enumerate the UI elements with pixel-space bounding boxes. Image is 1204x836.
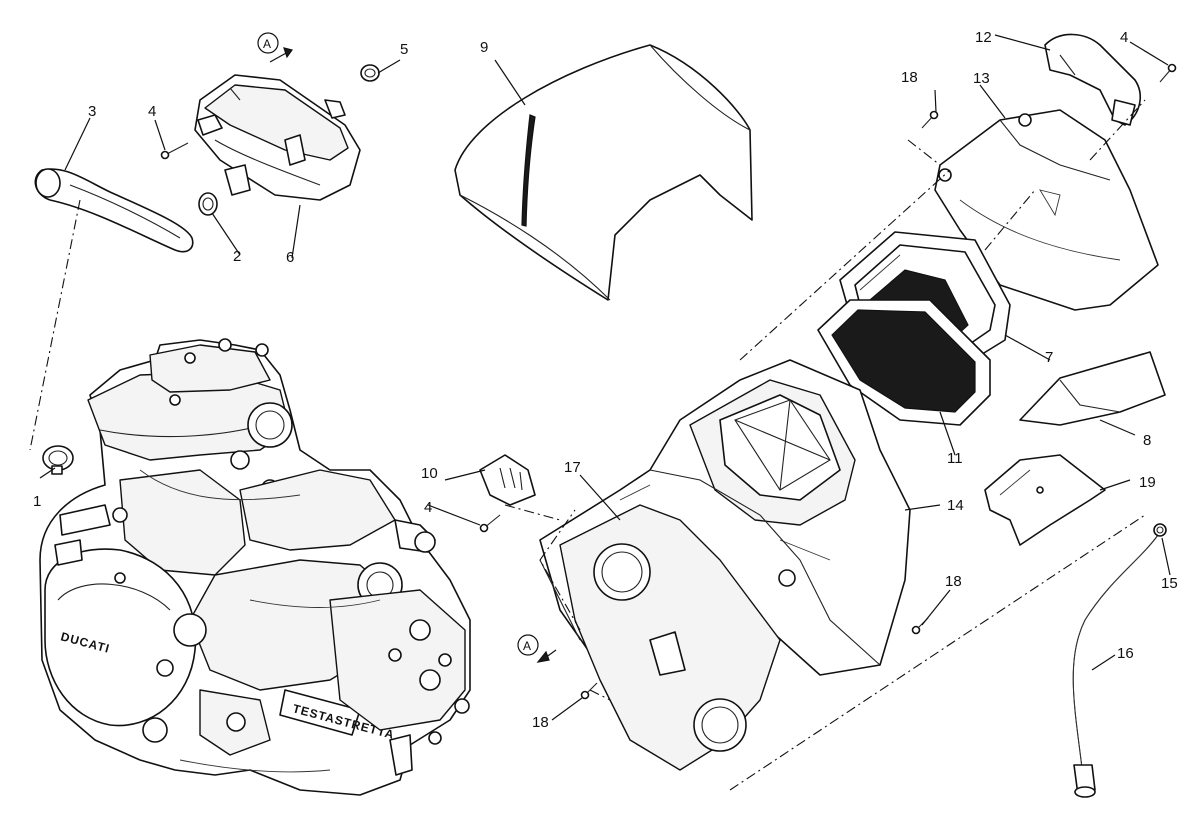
reference-letter-bottom: A (523, 639, 531, 653)
side-trim-part (1019, 351, 1166, 426)
callout-13: 13 (973, 70, 990, 87)
protective-cover-part (454, 44, 753, 301)
callout-3: 3 (88, 103, 96, 120)
reference-marker-top: A (257, 32, 294, 63)
leader-lines (39, 34, 1171, 721)
callout-5: 5 (400, 41, 408, 58)
drain-fitting-part (1153, 523, 1167, 537)
reference-letter-top: A (263, 37, 271, 51)
grommet-part (198, 192, 218, 216)
screw-part (160, 142, 189, 160)
callout-19: 19 (1139, 474, 1156, 491)
callout-4-left: 4 (148, 103, 156, 120)
airbox-part (539, 359, 911, 771)
clip-bracket-part (479, 454, 536, 506)
callout-1: 1 (33, 493, 41, 510)
callout-4-mid: 4 (424, 499, 432, 516)
callout-6: 6 (286, 249, 294, 266)
callout-8: 8 (1143, 432, 1151, 449)
callout-12: 12 (975, 29, 992, 46)
callout-18-top: 18 (901, 69, 918, 86)
engine-assembly: DUCATI TESTASTRETTA (39, 338, 471, 796)
callout-18-right: 18 (945, 573, 962, 590)
airbox-cover-part (934, 109, 1159, 311)
drain-hose-part (1072, 534, 1159, 798)
screw-part-mid (479, 514, 501, 533)
callout-14: 14 (947, 497, 964, 514)
callout-2: 2 (233, 248, 241, 265)
callout-labels: 1 2 3 4 4 4 5 6 7 8 9 10 11 12 13 14 15 … (33, 29, 1178, 731)
callout-18-bottom: 18 (532, 714, 549, 731)
callout-4-right: 4 (1120, 29, 1128, 46)
mounting-bracket-part (984, 454, 1106, 546)
air-duct-part (1044, 33, 1141, 126)
screw-part-top (921, 110, 939, 129)
filter-gasket-part (817, 299, 991, 426)
callout-7: 7 (1045, 349, 1053, 366)
breather-tank-part (194, 74, 361, 201)
callout-15: 15 (1161, 575, 1178, 592)
screw-part-right (1159, 63, 1177, 83)
reference-marker-bottom: A (517, 634, 557, 663)
callout-16: 16 (1117, 645, 1134, 662)
assembly-lines (29, 99, 1146, 791)
callout-9: 9 (480, 39, 488, 56)
callout-11: 11 (947, 450, 963, 467)
o-ring-part (360, 64, 380, 82)
callout-10: 10 (421, 465, 438, 482)
breather-hose-part (34, 168, 194, 253)
screw-part-lower-left (580, 682, 598, 700)
callout-17: 17 (564, 459, 581, 476)
hose-clamp-part (42, 445, 74, 475)
